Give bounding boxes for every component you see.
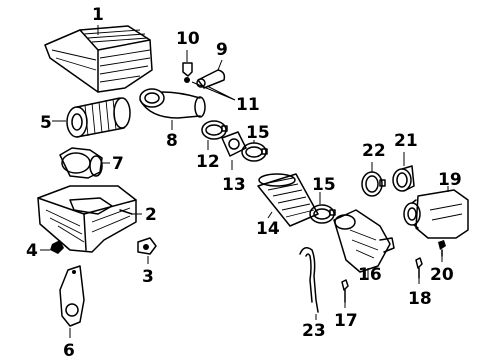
callout-1: 1 bbox=[92, 5, 104, 25]
clamp-ring-22 bbox=[361, 162, 386, 197]
gasket-plate bbox=[221, 131, 247, 170]
intake-duct-bellows bbox=[52, 97, 131, 138]
mounting-bracket bbox=[137, 237, 157, 264]
leader-11 bbox=[191, 81, 236, 101]
callout-5: 5 bbox=[40, 113, 52, 133]
hose-clip bbox=[182, 50, 193, 83]
intake-hose-14 bbox=[257, 173, 319, 227]
resonator bbox=[403, 186, 469, 239]
callout-7: 7 bbox=[112, 154, 124, 174]
grommet bbox=[40, 240, 64, 254]
callout-14: 14 bbox=[256, 219, 280, 239]
sensor-fitting bbox=[196, 59, 226, 89]
callout-13: 13 bbox=[222, 175, 246, 195]
callout-10: 10 bbox=[176, 29, 200, 49]
callout-16: 16 bbox=[358, 265, 382, 285]
callout-17: 17 bbox=[334, 311, 358, 331]
callout-15-upper: 15 bbox=[246, 123, 270, 143]
stud-18 bbox=[415, 257, 423, 284]
callout-3: 3 bbox=[142, 267, 154, 287]
callout-23: 23 bbox=[302, 321, 326, 341]
callout-15-lower: 15 bbox=[312, 175, 336, 195]
callout-4: 4 bbox=[26, 241, 38, 261]
hose-coupler bbox=[392, 152, 415, 192]
mass-airflow-sensor bbox=[59, 147, 110, 179]
vent-hose bbox=[299, 247, 319, 320]
clamp-ring-12 bbox=[201, 120, 228, 150]
bolt-17 bbox=[341, 279, 349, 308]
callout-20: 20 bbox=[430, 265, 454, 285]
callout-19: 19 bbox=[438, 170, 462, 190]
air-cleaner-housing bbox=[37, 185, 142, 253]
intake-elbow bbox=[139, 88, 206, 130]
throttle-body-adapter bbox=[333, 209, 395, 278]
callout-21: 21 bbox=[394, 131, 418, 151]
callout-9: 9 bbox=[216, 40, 228, 60]
callout-2: 2 bbox=[145, 205, 157, 225]
callout-22: 22 bbox=[362, 141, 386, 161]
callout-8: 8 bbox=[166, 131, 178, 151]
callout-6: 6 bbox=[63, 341, 75, 360]
nut-20 bbox=[438, 240, 446, 262]
clamp-ring-15-lower bbox=[309, 192, 336, 224]
support-bracket bbox=[59, 265, 85, 338]
air-cleaner-cover bbox=[44, 25, 153, 93]
clamp-ring-15-upper bbox=[241, 140, 268, 162]
callout-18: 18 bbox=[408, 289, 432, 309]
callout-12: 12 bbox=[196, 152, 220, 172]
callout-11: 11 bbox=[236, 95, 260, 115]
